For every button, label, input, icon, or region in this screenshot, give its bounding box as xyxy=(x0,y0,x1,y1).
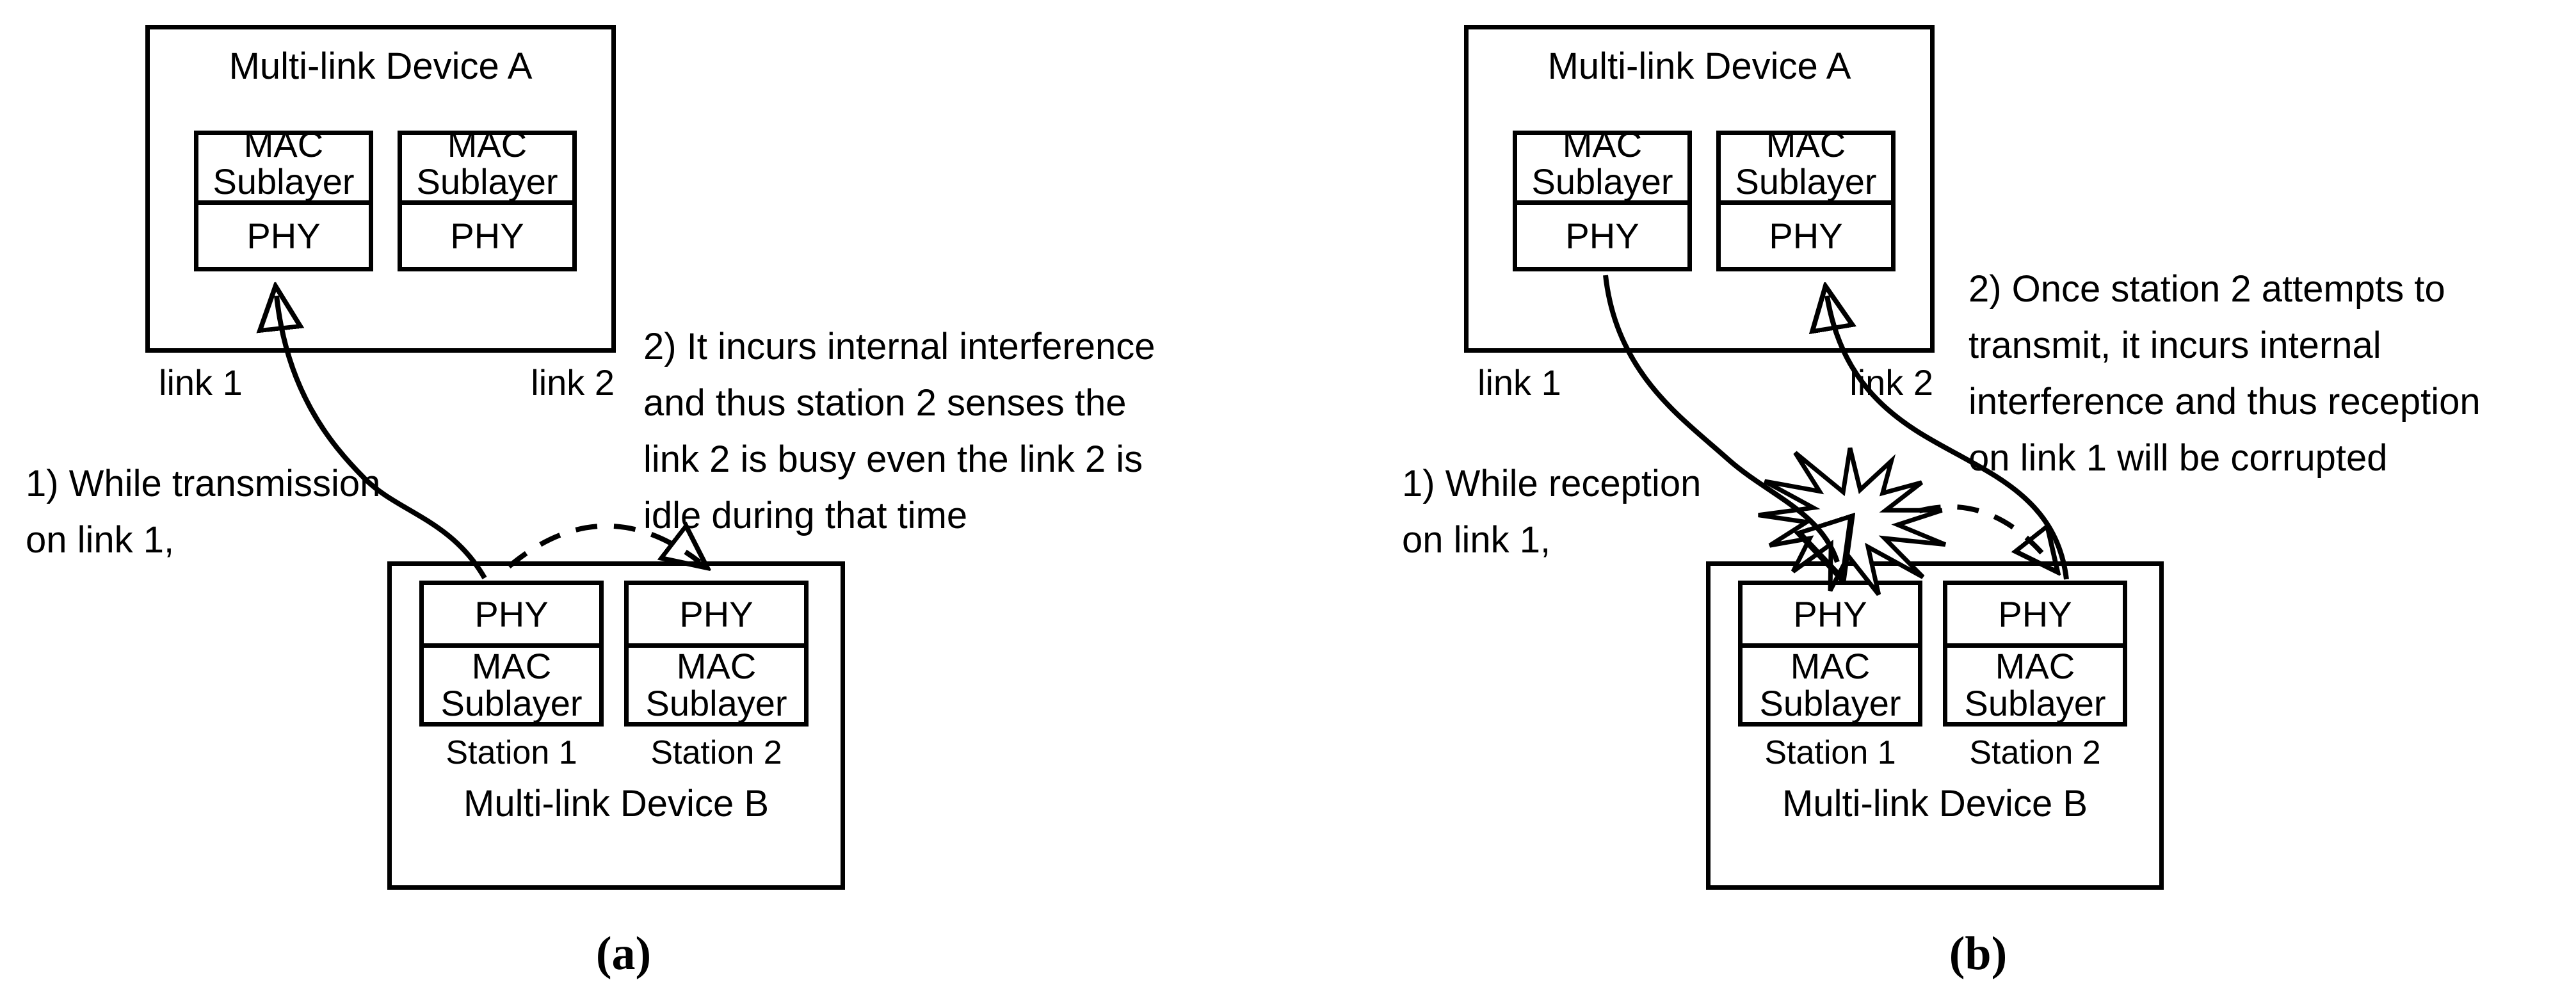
device-a-unit1-a: MAC Sublayer PHY xyxy=(194,126,373,271)
arrow-internal-interference-b xyxy=(1919,504,2052,565)
caption-a: (a) xyxy=(595,928,652,980)
note-line: and thus station 2 senses the xyxy=(643,382,1127,424)
station1-unit-a: PHY MAC Sublayer xyxy=(419,581,604,727)
phy-cell: PHY xyxy=(1565,215,1639,256)
note-line: 1) While transmission xyxy=(26,463,381,504)
arrow-transmit-attempt-b xyxy=(1827,296,2069,580)
device-a-unit2-b: MAC Sublayer PHY xyxy=(1716,126,1896,271)
station1-unit-b: PHY MAC Sublayer xyxy=(1738,581,1922,727)
phy-cell: PHY xyxy=(1743,585,1918,648)
device-a-title-b: Multi-link Device A xyxy=(1547,45,1851,87)
note-line: on link 1 will be corrupted xyxy=(1968,437,2388,479)
phy-cell: PHY xyxy=(1947,585,2123,648)
arrow-transmission-a xyxy=(277,296,487,579)
note2-a: 2) It incurs internal interference and t… xyxy=(643,319,1155,544)
note1-b: 1) While reception on link 1, xyxy=(1402,456,1701,568)
link2-label-a: link 2 xyxy=(531,362,615,403)
mac-sublayer-cell: MAC Sublayer xyxy=(440,646,583,723)
device-b-box-b: Multi-link Device B xyxy=(1706,561,2164,890)
note1-a: 1) While transmission on link 1, xyxy=(26,456,380,568)
caption-b: (b) xyxy=(1949,928,2008,980)
station2-label-a: Station 2 xyxy=(650,734,782,771)
mac-sublayer-cell: MAC Sublayer xyxy=(645,646,787,723)
station2-label-b: Station 2 xyxy=(1969,734,2101,771)
device-a-title-a: Multi-link Device A xyxy=(229,45,533,87)
note-line: link 2 is busy even the link 2 is xyxy=(643,438,1143,480)
link1-label-a: link 1 xyxy=(159,362,243,403)
note-line: on link 1, xyxy=(26,519,175,561)
note-line: 2) It incurs internal interference xyxy=(643,326,1155,367)
phy-cell: PHY xyxy=(424,585,599,648)
mac-sublayer-cell: MAC Sublayer xyxy=(1759,646,1901,723)
device-a-box-b: Multi-link Device A xyxy=(1464,25,1935,353)
note-line: transmit, it incurs internal xyxy=(1968,325,2381,366)
note-line: on link 1, xyxy=(1402,519,1551,561)
station1-label-a: Station 1 xyxy=(446,734,577,771)
device-b-box-a: Multi-link Device B xyxy=(387,561,845,890)
station2-unit-a: PHY MAC Sublayer xyxy=(624,581,809,727)
note-line: interference and thus reception xyxy=(1968,381,2481,422)
arrow-internal-sense-a xyxy=(507,526,700,566)
device-a-unit1-b: MAC Sublayer PHY xyxy=(1513,126,1692,271)
phy-cell: PHY xyxy=(1769,215,1843,256)
link1-label-b: link 1 xyxy=(1477,362,1561,403)
device-a-box-a: Multi-link Device A xyxy=(145,25,616,353)
arrow-reception-b xyxy=(1603,275,1837,562)
device-a-unit2-a: MAC Sublayer PHY xyxy=(398,126,577,271)
note-line: 2) Once station 2 attempts to xyxy=(1968,268,2445,310)
note2-b: 2) Once station 2 attempts to transmit, … xyxy=(1968,261,2481,486)
device-b-title-b: Multi-link Device B xyxy=(1782,783,2088,824)
phy-cell: PHY xyxy=(629,585,804,648)
note-line: 1) While reception xyxy=(1402,463,1702,504)
station1-label-b: Station 1 xyxy=(1764,734,1896,771)
station2-unit-b: PHY MAC Sublayer xyxy=(1943,581,2127,727)
collision-burst-icon xyxy=(1758,447,1947,596)
phy-cell: PHY xyxy=(246,215,321,256)
device-b-title-a: Multi-link Device B xyxy=(463,783,769,824)
mac-sublayer-cell: MAC Sublayer xyxy=(1964,646,2106,723)
phy-cell: PHY xyxy=(450,215,524,256)
